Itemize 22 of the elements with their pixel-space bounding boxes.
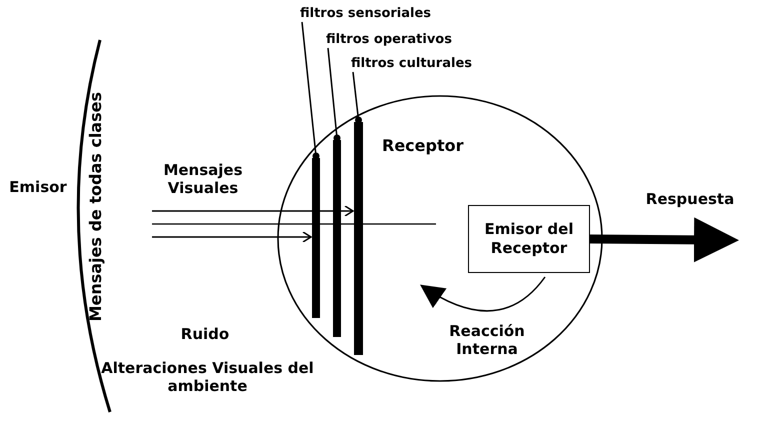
edge-label: Respuesta: [644, 190, 736, 208]
filter-bar: [354, 122, 363, 355]
process-box: Emisor del Receptor: [468, 205, 590, 273]
filter-label: filtros operativos: [326, 32, 452, 48]
leader-line: [301, 22, 320, 160]
filter-label: filtros sensoriales: [300, 6, 432, 22]
arrow: [152, 231, 312, 243]
text-label: Mensajes de todas clases: [86, 92, 106, 322]
filter-bar: [312, 158, 320, 318]
arrow: [152, 205, 354, 217]
leader-line: [352, 72, 362, 124]
text-label: Alteraciones Visuales del ambiente: [100, 359, 315, 395]
text-label: Emisor: [8, 178, 68, 196]
node-title: Receptor: [382, 137, 464, 155]
filter-bar: [333, 140, 341, 337]
filter-label: filtros culturales: [351, 56, 472, 72]
edge-label: Reacción Interna: [448, 322, 526, 358]
text-label: Ruido: [180, 325, 230, 343]
curved-arrow: [420, 276, 546, 312]
leader-line: [327, 48, 340, 142]
text-label: Mensajes Visuales: [162, 161, 244, 197]
thick-arrow: [590, 217, 739, 262]
